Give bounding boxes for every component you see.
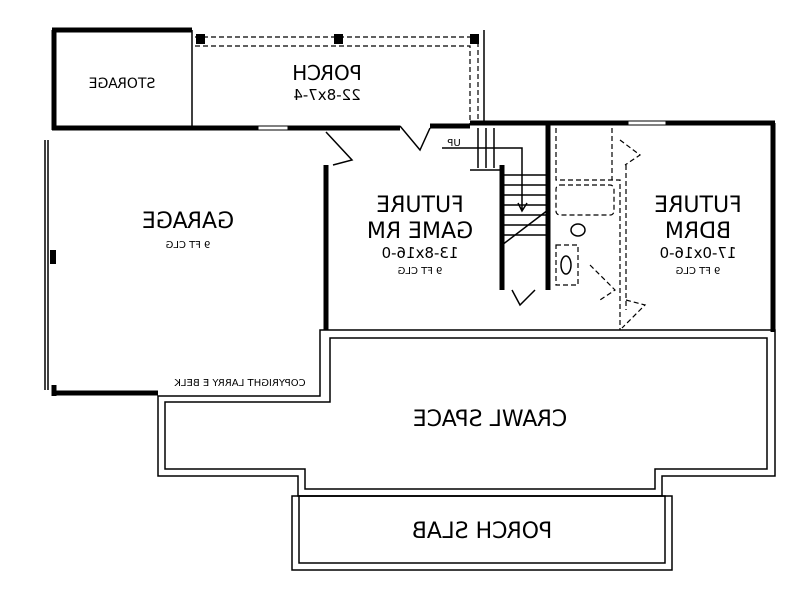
doors: [325, 125, 536, 307]
porch: [195, 30, 485, 125]
bedroom-label-1: FUTURE: [654, 193, 741, 218]
garage-ceiling: 9 FT CLG: [166, 240, 211, 251]
labels: STORAGE PORCH 22-8x7-4 GARAGE 9 FT CLG F…: [89, 61, 742, 544]
bedroom-size: 17-0x16-0: [660, 244, 737, 262]
game-room-label-2: GAME RM: [367, 219, 473, 244]
bathroom-fixtures: [257, 120, 667, 330]
copyright-text: COPYRIGHT LARRY E BELK: [174, 378, 306, 389]
porch-slab-label: PORCH SLAB: [412, 519, 553, 544]
stair-up-label: UP: [447, 138, 460, 149]
porch-size: 22-8x7-4: [293, 86, 360, 104]
storage-label: STORAGE: [89, 76, 156, 92]
walls: [44, 27, 776, 396]
bedroom-ceiling: 9 FT CLG: [676, 266, 721, 277]
garage-label: GARAGE: [142, 209, 234, 234]
stairs: [442, 123, 551, 290]
game-room-size: 13-8x16-0: [382, 244, 459, 262]
porch-slab: [291, 495, 673, 571]
game-room-ceiling: 9 FT CLG: [398, 266, 443, 277]
crawl-space-label: CRAWL SPACE: [413, 407, 567, 432]
game-room-label-1: FUTURE: [376, 193, 463, 218]
bedroom-label-2: BDRM: [665, 219, 731, 244]
porch-label: PORCH: [292, 61, 362, 85]
